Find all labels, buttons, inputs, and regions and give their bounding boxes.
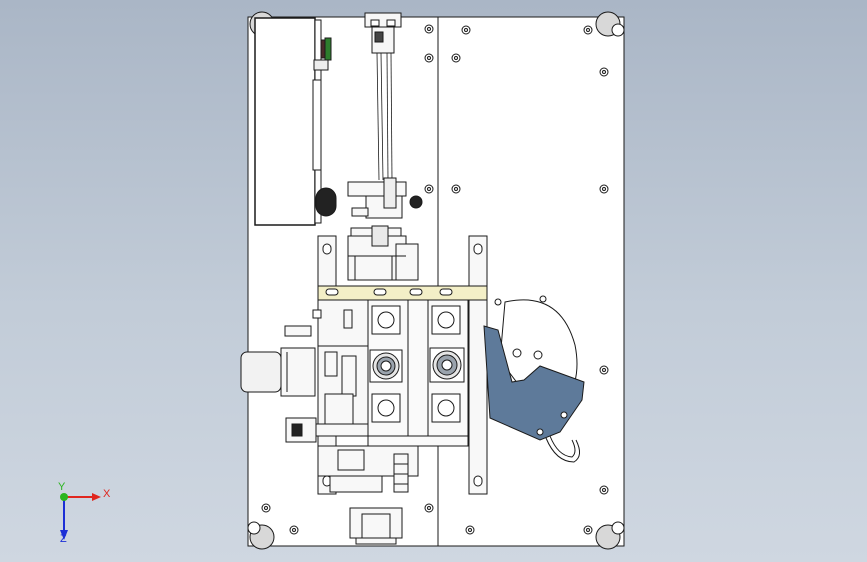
x-axis-label: X [103,488,111,500]
bearing-left [369,349,403,383]
vertical-guide-rods [376,52,393,181]
control-box [254,17,337,226]
side-motor [240,347,316,397]
side-rail-right [468,235,488,495]
axis-triad: X Y Z [58,481,111,545]
plate-holes [261,24,609,535]
lower-cylinder [285,417,369,443]
left-linkage [284,299,369,437]
y-axis-origin [60,493,68,501]
latch-loop [545,435,580,463]
blue-cam-plate [483,325,585,441]
bearing-right [429,347,465,383]
x-axis-arrowhead [92,493,101,501]
upper-slide-assembly [347,177,419,281]
z-axis-arrowhead [60,530,68,540]
base-plate-right [437,16,625,547]
z-axis-label: Z [60,533,67,545]
lower-assembly [317,445,419,545]
cream-crossbar [317,285,488,301]
y-axis-label: Y [58,481,66,493]
top-hinge-block [364,12,402,54]
